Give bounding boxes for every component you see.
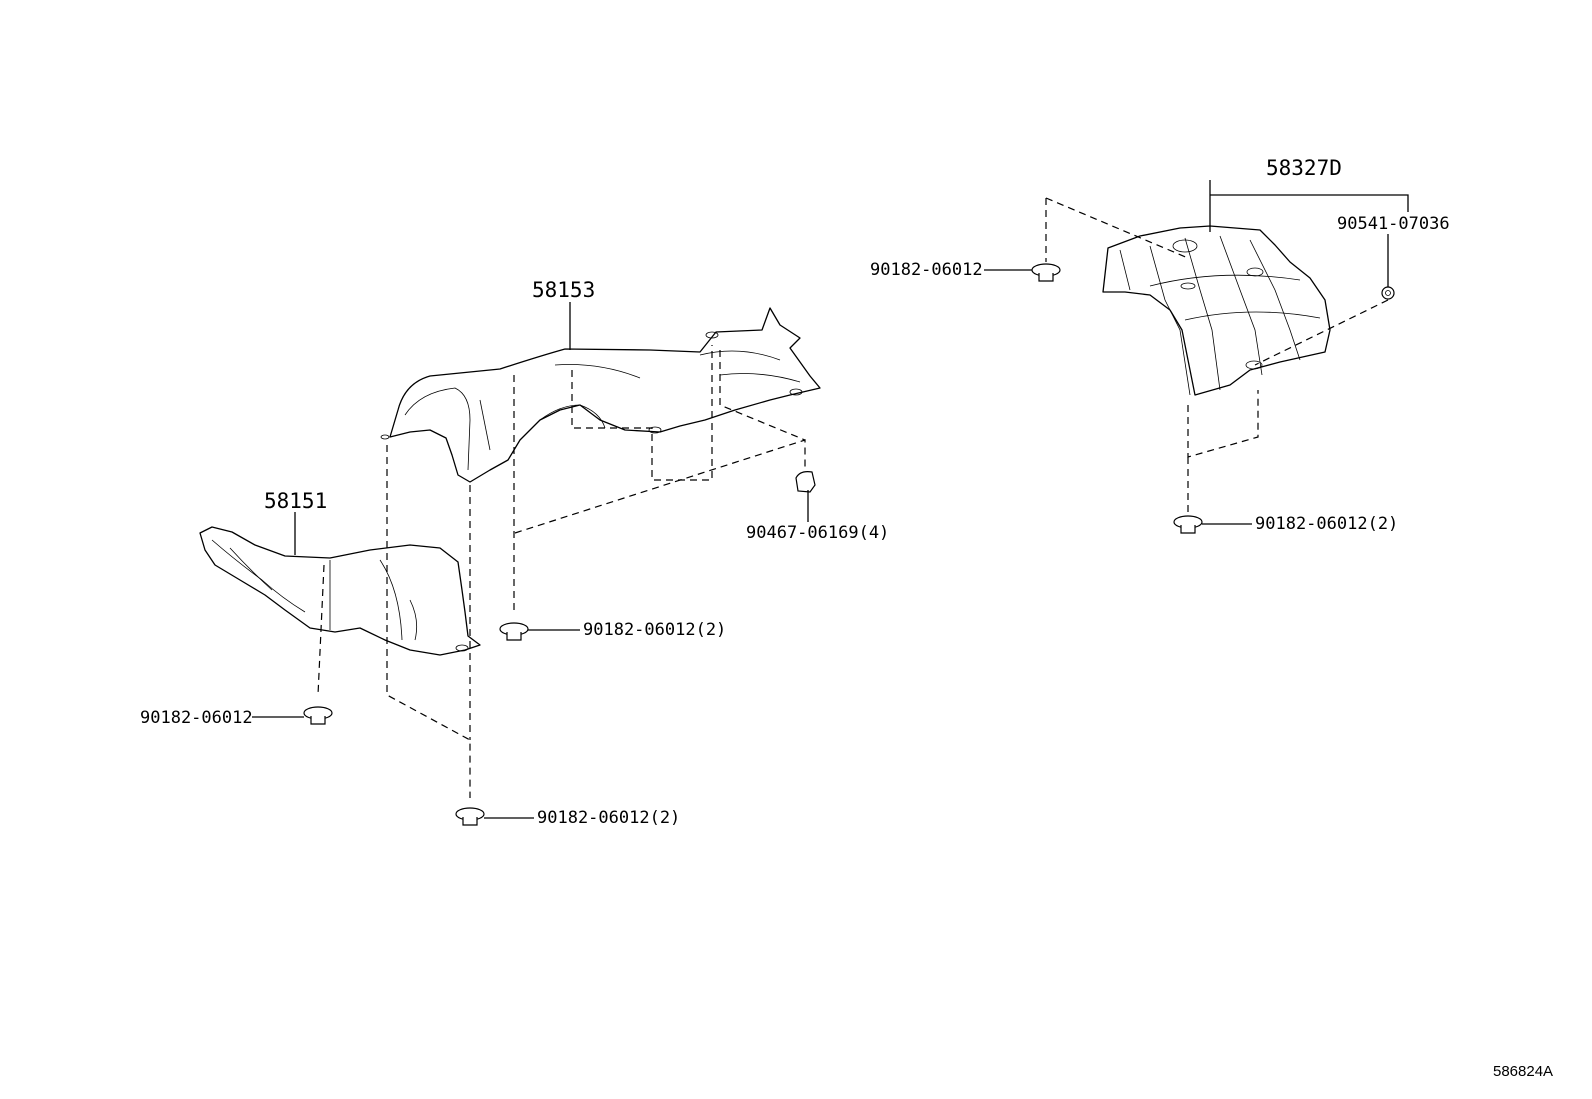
heat-insulator-58327D (1102, 225, 1331, 396)
reference-code: 586824A (1493, 1063, 1553, 1080)
nut-left-icon (303, 706, 333, 725)
label-90182-06012-bottom: 90182-06012(2) (537, 808, 680, 828)
nut-bottom-icon (455, 807, 485, 826)
nut-90467-icon (795, 471, 816, 493)
label-90182-06012-right-bottom: 90182-06012(2) (1255, 514, 1398, 534)
label-90182-06012-left: 90182-06012 (140, 708, 253, 728)
leader-lines (252, 180, 1409, 819)
label-90541-07036: 90541-07036 (1337, 214, 1450, 234)
label-58151: 58151 (264, 489, 327, 513)
label-58327D: 58327D (1266, 156, 1342, 180)
nut-center-icon (499, 622, 529, 641)
nut-right-bottom-icon (1173, 515, 1203, 534)
label-90182-06012-center: 90182-06012(2) (583, 620, 726, 640)
label-90182-06012-right-top: 90182-06012 (870, 260, 983, 280)
heat-insulator-58151 (199, 526, 481, 656)
clip-90541-icon (1381, 286, 1395, 300)
nut-right-top-icon (1031, 263, 1061, 282)
heat-insulator-58153 (380, 307, 821, 483)
assembly-lines (317, 197, 1389, 798)
label-90467-06169: 90467-06169(4) (746, 523, 889, 543)
label-58153: 58153 (532, 278, 595, 302)
